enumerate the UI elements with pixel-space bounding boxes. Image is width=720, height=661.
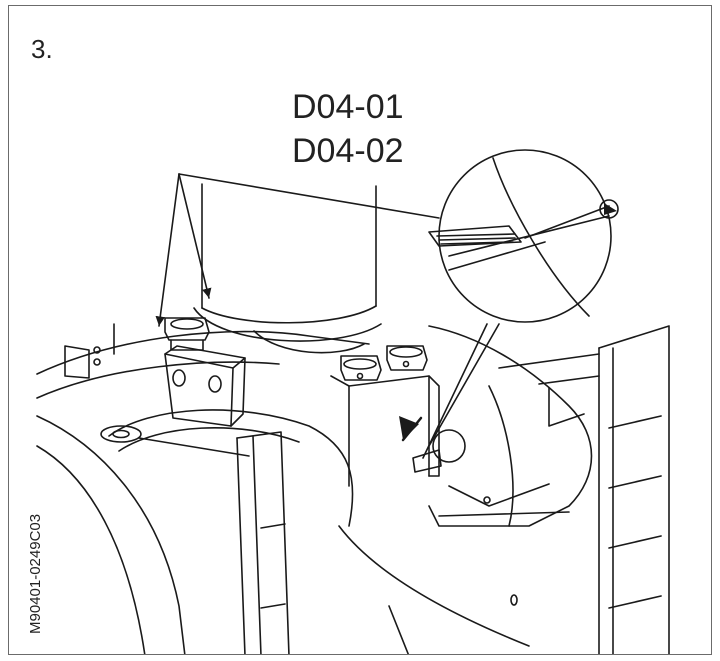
central-shaft: [194, 184, 381, 353]
mounting-block: [331, 376, 439, 486]
detail-callout: [429, 150, 618, 322]
figure-reference: M90401-0249C03: [27, 513, 44, 634]
left-frame-body: [37, 324, 369, 655]
shim-plate: [165, 346, 245, 426]
right-upright: [499, 326, 669, 655]
bolt-left: [165, 318, 209, 350]
part-code-d04-01: D04-01: [292, 88, 404, 126]
part-code-d04-02: D04-02: [292, 132, 404, 170]
figure-frame: 3. D04-01 D04-02 M90401-0249C03: [8, 5, 712, 655]
bolt-right: [387, 346, 427, 370]
step-label: 3.: [31, 34, 53, 64]
bolt-center: [341, 356, 381, 380]
technical-illustration: [9, 6, 712, 655]
leader-lines: [155, 174, 499, 458]
lower-bracket: [339, 326, 592, 655]
left-upright: [237, 432, 289, 655]
